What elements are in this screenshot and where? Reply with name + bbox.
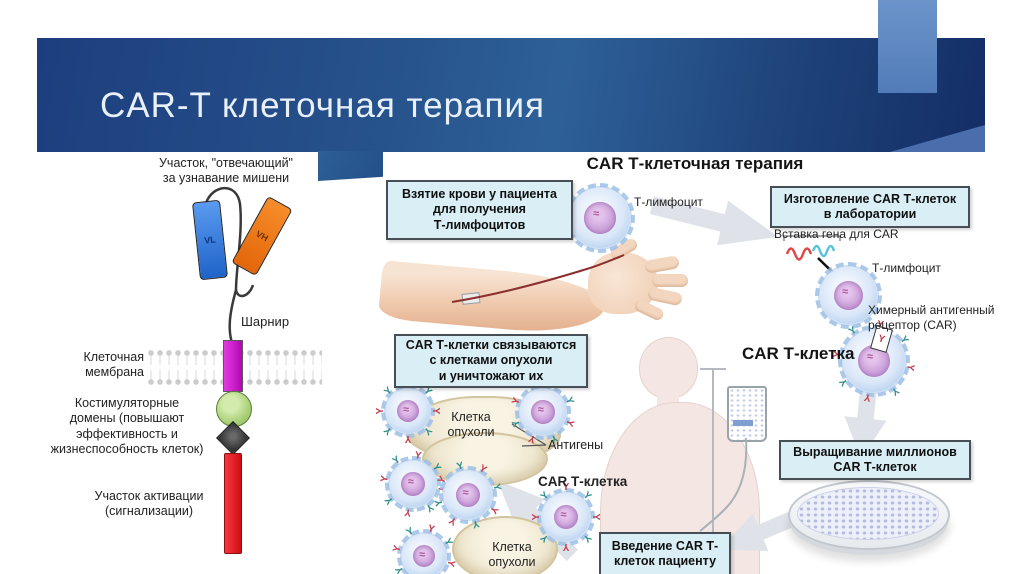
label-activation: Участок активации (сигнализации) <box>94 489 204 519</box>
costimulatory-domain-ball <box>216 391 252 427</box>
label-t-lymphocyte-2: Т-лимфоцит <box>872 261 941 275</box>
cell-nucleus <box>401 472 425 496</box>
iv-bag-label <box>733 420 753 426</box>
cell-nucleus <box>833 280 864 311</box>
label-membrane: Клеточная мембрана <box>83 350 144 380</box>
iv-pole <box>712 368 714 538</box>
receptor-glyph: Y <box>531 513 542 521</box>
t-lymphocyte-cell-1 <box>565 183 635 253</box>
iv-bag <box>727 386 767 442</box>
patient-head <box>639 337 698 399</box>
t-lymphocyte-cell-2 <box>815 262 882 329</box>
label-car-t-cell-small: CAR Т-клетка <box>538 474 628 489</box>
cell-nucleus <box>553 504 579 530</box>
dna-strand-red <box>785 247 813 261</box>
receptor-glyph: Y <box>433 497 446 508</box>
receptor-glyph: Y <box>876 332 887 346</box>
cell-nucleus <box>455 482 481 508</box>
label-car-receptor: Химерный антигенный рецептор (CAR) <box>868 303 995 332</box>
petri-dish-cells <box>797 487 939 540</box>
receptor-glyph: Y <box>404 433 412 444</box>
receptor-glyph: Y <box>590 513 601 521</box>
box-blood-draw: Взятие крови у пациента для получения Т-… <box>386 180 573 240</box>
cell-nucleus <box>531 400 555 424</box>
receptor-glyph: Y <box>413 449 423 462</box>
cell-nucleus <box>396 399 420 423</box>
receptor-glyph: Y <box>562 482 570 493</box>
receptor-glyph: Y <box>426 523 436 536</box>
label-tumor-cell-bottom: Клетка опухоли <box>488 540 536 570</box>
box-grow-millions: Выращивание миллионов CAR Т-клеток <box>779 440 971 480</box>
header-band <box>37 38 985 152</box>
right-diagram-title: CAR Т-клеточная терапия <box>586 154 804 173</box>
label-insert-gene: Вставка гена для CAR <box>774 227 899 241</box>
receptor-glyph: Y <box>903 363 916 372</box>
label-target-region: Участок, "отвечающий" за узнавание мишен… <box>158 156 293 186</box>
label-car-t-cell: CAR Т-клетка <box>742 344 855 363</box>
scfv-linker-curves <box>204 187 255 344</box>
receptor-glyph: Y <box>403 506 413 519</box>
label-costimulatory: Костимуляторные домены (повышают эффекти… <box>50 396 204 456</box>
box-lab-manufacture: Изготовление CAR Т-клеток в лаборатории <box>770 186 970 228</box>
cell-nucleus <box>412 544 436 568</box>
catheter-line <box>451 254 625 303</box>
receptor-glyph: Y <box>375 407 386 415</box>
label-antigens: Антигены <box>548 438 604 452</box>
receptor-glyph: Y <box>562 541 570 552</box>
receptor-glyph: Y <box>378 474 391 484</box>
receptor-glyph: Y <box>863 390 872 403</box>
slide-title: CAR-T клеточная терапия <box>100 86 545 125</box>
label-hinge: Шарнир <box>241 314 290 329</box>
box-bind-tumor: CAR Т-клетки связываются с клетками опух… <box>394 334 588 388</box>
box-infuse-patient: Введение CAR Т- клеток пациенту <box>599 532 731 574</box>
vh-label: VH <box>254 228 270 244</box>
label-tumor-cell-top: Клетка опухоли <box>447 410 495 440</box>
vl-label: VL <box>203 234 217 246</box>
dna-bracket <box>783 235 841 241</box>
cell-nucleus <box>584 202 616 234</box>
iv-tube <box>699 437 748 532</box>
activation-domain <box>224 453 242 554</box>
transmembrane-domain <box>223 340 243 392</box>
finger <box>652 274 688 287</box>
header-step-shape <box>318 151 383 181</box>
label-t-lymphocyte-1: Т-лимфоцит <box>634 195 703 209</box>
header-accent-rect <box>878 0 937 93</box>
dna-strand-cyan <box>811 244 836 258</box>
